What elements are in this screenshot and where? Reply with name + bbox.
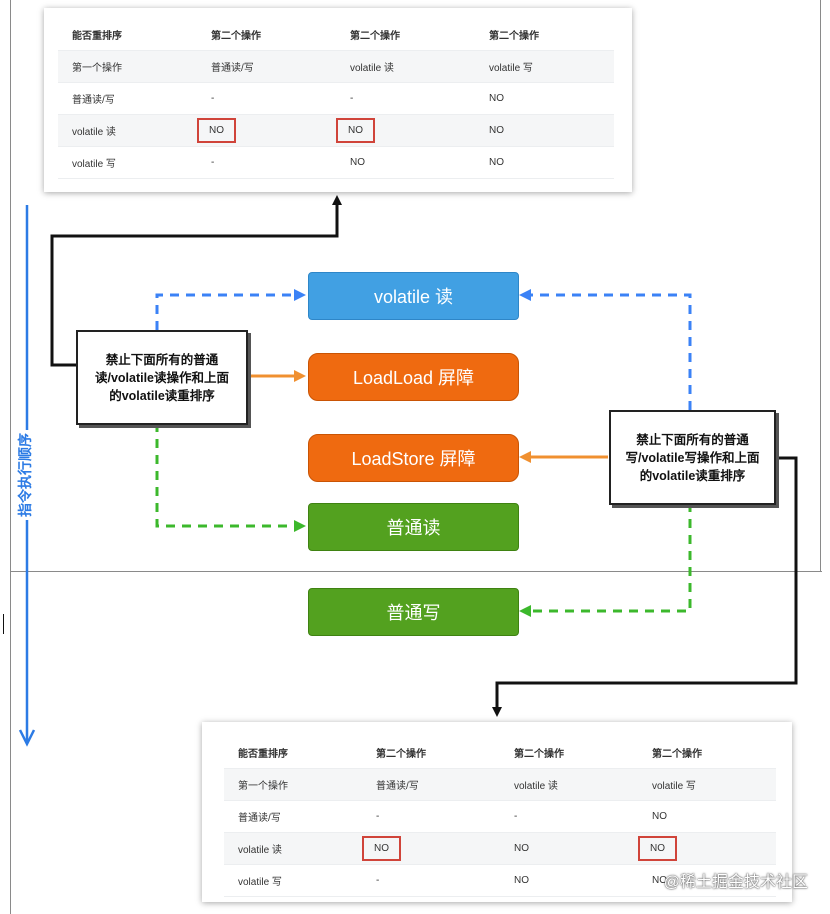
table-cell: NO <box>336 114 475 147</box>
table-row: 第一个操作 普通读/写 volatile 读 volatile 写 <box>58 50 614 83</box>
table-cell: NO <box>475 114 614 147</box>
highlighted-no: NO <box>362 836 401 861</box>
header-cell: 第二个操作 <box>638 737 776 769</box>
table-cell: NO <box>475 82 614 115</box>
table-row: volatile 读 NO NO NO <box>224 832 776 865</box>
highlighted-no: NO <box>197 118 236 143</box>
table-row: volatile 读 NO NO NO <box>58 114 614 147</box>
table-cell: volatile 写 <box>58 146 197 179</box>
left-constraint-note: 禁止下面所有的普通 读/volatile读操作和上面 的volatile读重排序 <box>76 330 248 425</box>
normal-write-box: 普通写 <box>308 588 519 636</box>
table-cell: 普通读/写 <box>58 82 197 115</box>
table-cell: NO <box>336 146 475 179</box>
table-header-row: 能否重排序 第二个操作 第二个操作 第二个操作 <box>224 737 776 769</box>
highlighted-no: NO <box>336 118 375 143</box>
table-cell: volatile 写 <box>224 864 362 897</box>
note-line: 读/volatile读操作和上面 <box>94 370 230 385</box>
table-cell: - <box>197 82 336 115</box>
table-row: 第一个操作 普通读/写 volatile 读 volatile 写 <box>224 768 776 801</box>
left-note-to-normal-read-dashed <box>155 423 306 532</box>
right-note-to-bottom-table-connector <box>492 456 798 717</box>
frame-right-line <box>820 0 821 571</box>
left-note-to-volatile-read-dashed <box>155 289 306 330</box>
axis-arrowhead-icon <box>18 729 36 747</box>
note-line: 写/volatile写操作和上面 <box>625 450 760 465</box>
table-row: volatile 写 - NO NO <box>224 864 776 897</box>
table-cell: - <box>362 800 500 833</box>
table-cell: NO <box>475 146 614 179</box>
header-cell: 第二个操作 <box>362 737 500 769</box>
header-cell: 能否重排序 <box>224 737 362 769</box>
watermark-text: @稀土掘金技术社区 <box>663 874 808 891</box>
frame-split-line <box>10 571 822 572</box>
right-note-to-normal-write-dashed <box>519 503 692 617</box>
instruction-order-label: 指令执行顺序 <box>13 390 37 560</box>
header-cell: 能否重排序 <box>58 19 197 51</box>
table-cell: NO <box>500 832 638 865</box>
table-cell: volatile 写 <box>638 768 776 801</box>
table-cell: NO <box>638 800 776 833</box>
table-cell: 第一个操作 <box>58 50 197 83</box>
header-cell: 第二个操作 <box>197 19 336 51</box>
table-cell: - <box>362 864 500 897</box>
table-header-row: 能否重排序 第二个操作 第二个操作 第二个操作 <box>58 19 614 51</box>
left-note-to-top-table-connector <box>50 195 342 367</box>
table-cell: NO <box>362 832 500 865</box>
table-cell: 普通读/写 <box>224 800 362 833</box>
volatile-read-box: volatile 读 <box>308 272 519 320</box>
table-row: volatile 写 - NO NO <box>58 146 614 179</box>
frame-left-line-bottom <box>10 571 11 914</box>
note-line: 禁止下面所有的普通 <box>105 352 219 367</box>
table-cell: NO <box>638 832 776 865</box>
header-cell: 第二个操作 <box>336 19 475 51</box>
normal-read-box: 普通读 <box>308 503 519 551</box>
note-line: 禁止下面所有的普通 <box>636 432 749 447</box>
table-cell: NO <box>638 864 776 897</box>
table-cell: - <box>197 146 336 179</box>
top-reorder-table: 能否重排序 第二个操作 第二个操作 第二个操作 第一个操作 普通读/写 vola… <box>58 19 614 179</box>
highlighted-no: NO <box>638 836 677 861</box>
table-cell: - <box>500 800 638 833</box>
right-constraint-note: 禁止下面所有的普通 写/volatile写操作和上面 的volatile读重排序 <box>609 410 776 505</box>
bottom-table-card: 能否重排序 第二个操作 第二个操作 第二个操作 第一个操作 普通读/写 vola… <box>202 722 792 902</box>
table-cell: volatile 读 <box>224 832 362 865</box>
header-cell: 第二个操作 <box>500 737 638 769</box>
table-cell: 普通读/写 <box>362 768 500 801</box>
table-cell: 普通读/写 <box>197 50 336 83</box>
header-cell: 第二个操作 <box>475 19 614 51</box>
table-cell: - <box>336 82 475 115</box>
frame-left-line <box>10 0 11 575</box>
bottom-reorder-table: 能否重排序 第二个操作 第二个操作 第二个操作 第一个操作 普通读/写 vola… <box>224 737 776 897</box>
frame-marker <box>3 614 4 634</box>
table-cell: volatile 读 <box>58 114 197 147</box>
note-line: 的volatile读重排序 <box>639 468 746 483</box>
table-cell: NO <box>197 114 336 147</box>
loadload-barrier-box: LoadLoad 屏障 <box>308 353 519 401</box>
table-row: 普通读/写 - - NO <box>58 82 614 115</box>
table-cell: volatile 写 <box>475 50 614 83</box>
table-cell: volatile 读 <box>500 768 638 801</box>
note-line: 的volatile读重排序 <box>109 388 215 403</box>
table-row: 普通读/写 - - NO <box>224 800 776 833</box>
loadstore-barrier-box: LoadStore 屏障 <box>308 434 519 482</box>
top-table-card: 能否重排序 第二个操作 第二个操作 第二个操作 第一个操作 普通读/写 vola… <box>44 8 632 192</box>
table-cell: NO <box>500 864 638 897</box>
right-note-to-volatile-read-dashed <box>519 289 692 410</box>
table-cell: 第一个操作 <box>224 768 362 801</box>
table-cell: volatile 读 <box>336 50 475 83</box>
